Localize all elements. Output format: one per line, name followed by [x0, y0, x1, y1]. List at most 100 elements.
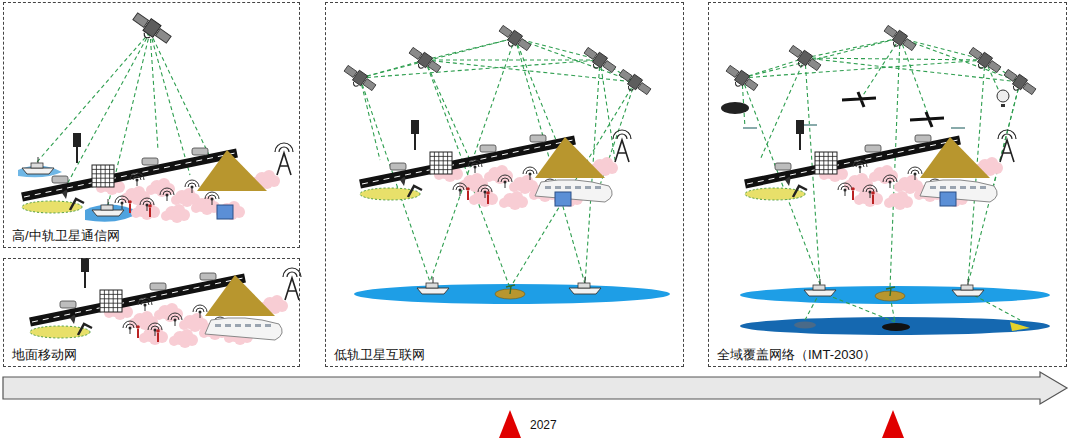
train-window	[595, 186, 601, 189]
grid-line	[823, 152, 824, 174]
train-window	[980, 186, 986, 189]
grid-line	[100, 303, 122, 304]
satellite-dish	[1012, 86, 1018, 91]
cloud-puff	[169, 336, 179, 346]
tower-frame	[615, 140, 629, 162]
satellite-icon	[341, 63, 378, 95]
signal-link	[985, 60, 1020, 82]
drone	[951, 127, 965, 129]
grid-line	[92, 178, 114, 179]
ap-wave	[856, 163, 864, 167]
car-icon	[775, 163, 791, 170]
signal-link	[600, 60, 615, 160]
satellite-icon	[616, 67, 653, 99]
sea	[740, 286, 1050, 304]
satellite-dish	[797, 62, 803, 67]
coverage-cloud	[884, 191, 913, 210]
cloud-puff	[171, 195, 181, 205]
ship-hull	[92, 210, 124, 216]
signal-link	[360, 38, 515, 78]
traffic-light-box	[796, 120, 804, 134]
grid-line	[100, 298, 122, 299]
panel-ground-art	[30, 258, 301, 348]
cloud-puff	[181, 195, 193, 207]
building-grid	[100, 290, 122, 312]
satellite-icon	[496, 23, 533, 55]
coverage-cloud	[499, 191, 528, 210]
access-point	[468, 160, 482, 173]
train-window	[245, 324, 251, 327]
airship	[721, 102, 749, 114]
access-point	[168, 313, 182, 326]
ap-wave	[168, 313, 182, 320]
satellite-dish	[627, 86, 633, 91]
ap-wave	[163, 191, 171, 195]
airplane	[842, 92, 876, 107]
satellite-icon	[723, 63, 760, 95]
grid-line	[430, 160, 452, 161]
ship-cabin	[578, 283, 590, 288]
ap-wave	[526, 170, 534, 174]
cloud-puff	[894, 198, 906, 210]
ap-pole	[137, 180, 138, 186]
satellite-icon	[786, 43, 823, 75]
ap-wave	[886, 178, 894, 182]
tower-wave	[1002, 134, 1012, 139]
submarine	[794, 322, 816, 329]
satellite-dish	[417, 64, 423, 69]
grid-line	[100, 294, 122, 295]
tower-frame	[1000, 140, 1014, 162]
cell-tower	[613, 130, 631, 162]
coverage-cloud	[161, 204, 190, 223]
train-window	[255, 324, 261, 327]
signal-link	[425, 59, 600, 60]
ap-pole	[200, 312, 201, 318]
ship-hull	[804, 290, 836, 296]
grid-line	[828, 152, 829, 174]
cloud-puff	[484, 172, 494, 182]
car-icon	[915, 135, 931, 142]
ship-icon	[92, 199, 124, 216]
signal-link	[425, 38, 515, 60]
signal-link	[805, 58, 985, 60]
train-window	[545, 186, 551, 189]
access-point	[140, 198, 154, 211]
ap-wave	[208, 195, 216, 199]
person-icon	[872, 195, 874, 204]
ship-mast	[38, 157, 39, 163]
grid-line	[113, 290, 114, 312]
satellite-icon	[129, 10, 173, 49]
satellite-body	[892, 30, 907, 46]
ship-mast	[433, 277, 434, 283]
building-grid	[430, 152, 452, 174]
airplane	[910, 112, 944, 127]
ap-wave	[130, 173, 144, 180]
person-icon	[129, 204, 131, 213]
traffic-light-box	[73, 133, 81, 147]
access-point	[148, 323, 162, 336]
ship-hull	[952, 290, 984, 296]
grid-line	[447, 152, 448, 174]
network-panel: 高/中轨卫星通信网	[3, 2, 300, 248]
grid-line	[815, 169, 837, 170]
ap-wave	[853, 160, 867, 167]
ap-pole	[870, 192, 871, 198]
ap-wave	[171, 316, 179, 320]
milestone-marker	[499, 410, 521, 438]
access-point	[883, 175, 897, 188]
building-grid	[815, 152, 837, 174]
underwater-drone	[1010, 322, 1030, 331]
satellite-dish	[143, 33, 151, 40]
coverage-cloud	[869, 165, 898, 184]
satellite-icon	[966, 45, 1003, 77]
signal-link	[742, 58, 805, 78]
ship-icon	[417, 277, 449, 294]
cloud-puff	[154, 310, 164, 320]
access-point	[130, 173, 144, 186]
ap-pole	[460, 190, 461, 196]
panel-heading: 地面移动网	[10, 347, 79, 363]
car-icon	[150, 283, 166, 290]
ship-cabin	[426, 283, 438, 288]
ap-wave	[140, 198, 154, 205]
tower-frame	[277, 153, 291, 175]
